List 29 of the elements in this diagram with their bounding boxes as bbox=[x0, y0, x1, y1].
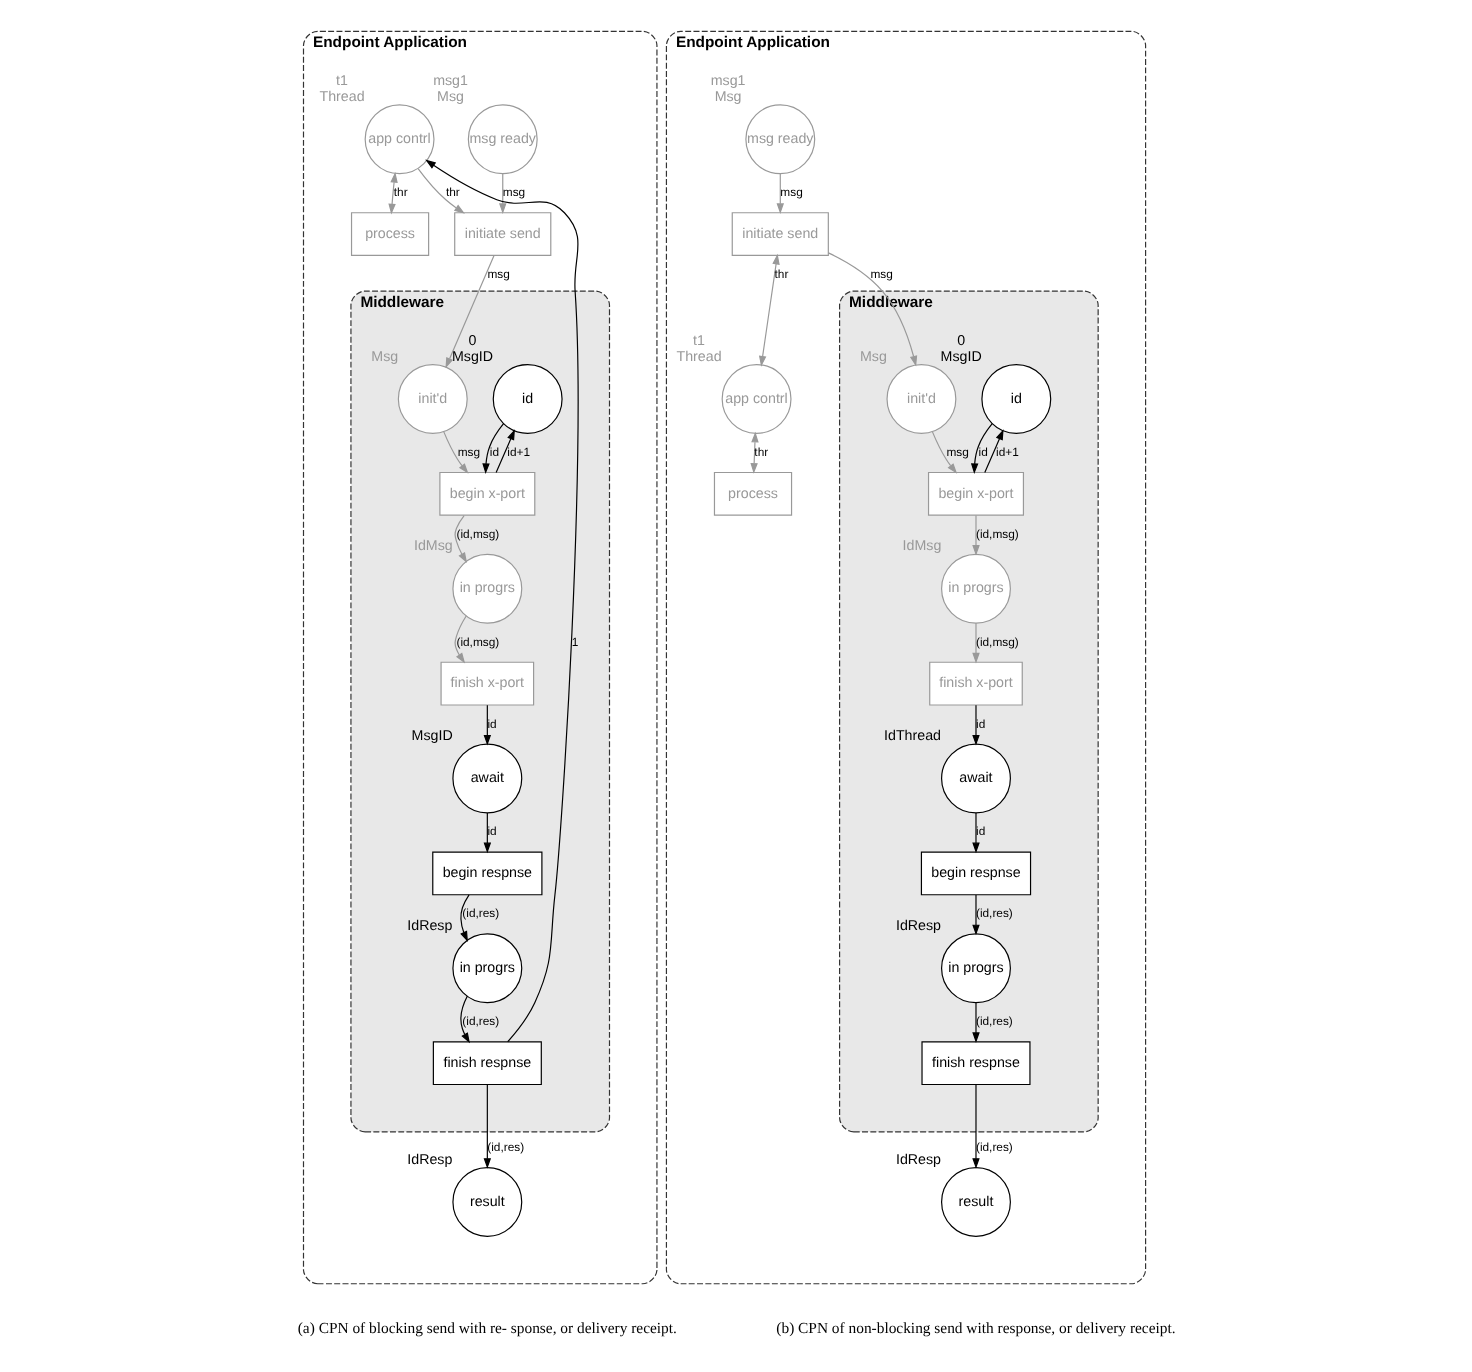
arrow bbox=[453, 615, 466, 664]
arrow bbox=[969, 423, 992, 475]
arrow bbox=[971, 704, 979, 746]
arrow bbox=[498, 173, 506, 215]
arrow bbox=[459, 894, 469, 942]
arrow bbox=[453, 514, 467, 564]
arrow bbox=[971, 894, 979, 936]
arrow bbox=[775, 173, 784, 214]
arrow bbox=[416, 167, 464, 214]
arrow bbox=[749, 431, 758, 474]
arrow bbox=[757, 253, 779, 367]
arrow bbox=[424, 159, 578, 1043]
arrow bbox=[971, 1084, 979, 1169]
arrow bbox=[971, 515, 979, 556]
arrow bbox=[971, 622, 979, 664]
arrow bbox=[387, 171, 397, 215]
arrow bbox=[971, 1002, 979, 1044]
arrow bbox=[930, 431, 957, 474]
arrow bbox=[826, 252, 917, 367]
arrow bbox=[481, 423, 504, 475]
arrow bbox=[482, 1084, 491, 1169]
arrow bbox=[971, 812, 979, 854]
arrow bbox=[442, 431, 468, 474]
arrow bbox=[444, 254, 494, 369]
arrow bbox=[983, 429, 1003, 474]
arrow bbox=[482, 812, 491, 854]
arrow bbox=[459, 995, 469, 1044]
arrow bbox=[482, 704, 491, 746]
arrow bbox=[494, 429, 514, 474]
